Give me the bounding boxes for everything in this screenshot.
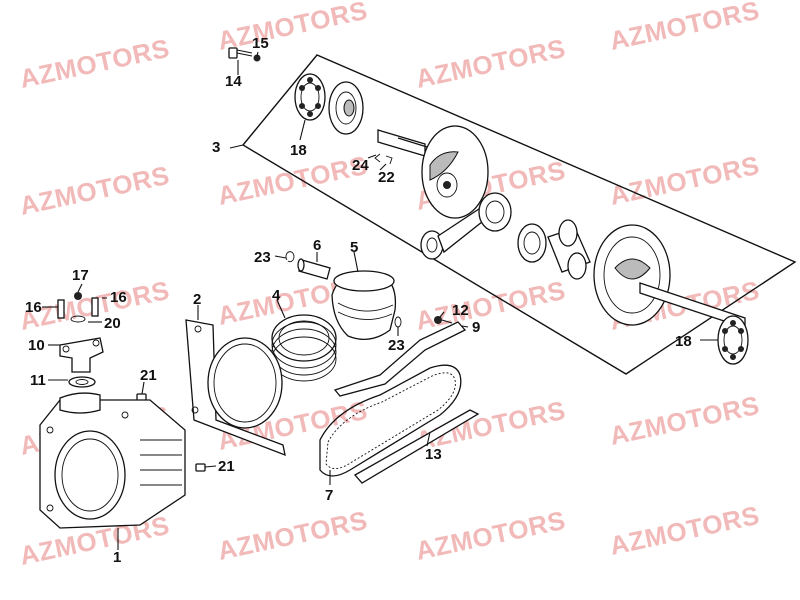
callout-16-right: 16	[110, 289, 127, 306]
oil-seal	[328, 81, 364, 135]
callout-13: 13	[425, 446, 442, 463]
callout-17: 17	[72, 267, 89, 284]
watermark: AZMOTORS	[413, 505, 568, 566]
crank-pin	[547, 219, 591, 280]
callout-3: 3	[212, 139, 220, 156]
piston-rings	[271, 314, 337, 382]
watermark: AZMOTORS	[215, 150, 370, 211]
callout-21-top: 21	[140, 367, 157, 384]
bearing-bottom	[717, 315, 749, 365]
watermark: AZMOTORS	[215, 0, 370, 56]
needle-bearing	[517, 223, 547, 263]
callout-23-top: 23	[254, 249, 271, 266]
watermark: AZMOTORS	[215, 505, 370, 566]
watermark: AZMOTORS	[607, 150, 762, 211]
callout-23-bottom: 23	[388, 337, 405, 354]
watermark: AZMOTORS	[607, 390, 762, 451]
crankshaft-left	[377, 125, 489, 219]
callout-10: 10	[28, 337, 45, 354]
key-24	[374, 153, 381, 163]
watermark: AZMOTORS	[17, 33, 172, 94]
callout-5: 5	[350, 239, 358, 256]
watermark: AZMOTORS	[607, 500, 762, 561]
callout-2: 2	[193, 291, 201, 308]
callout-18-top: 18	[290, 142, 307, 159]
callout-6: 6	[313, 237, 321, 254]
callout-15: 15	[252, 35, 269, 52]
callout-labels: 1 2 3 4 5 6 7 9 10 11 12 13 14 15 16 16 …	[25, 35, 692, 566]
leader-lines	[42, 51, 718, 550]
callout-7: 7	[325, 487, 333, 504]
watermark: AZMOTORS	[413, 275, 568, 336]
watermark: AZMOTORS	[17, 160, 172, 221]
callout-16-left: 16	[25, 299, 42, 316]
dowel-21-bottom	[195, 463, 206, 472]
piston	[331, 270, 397, 341]
callout-20: 20	[104, 315, 121, 332]
cylinder	[39, 392, 186, 529]
callout-1: 1	[113, 549, 121, 566]
callout-4: 4	[272, 287, 281, 304]
watermark: AZMOTORS	[413, 33, 568, 94]
watermark: AZMOTORS	[607, 0, 762, 56]
tensioner-guide	[353, 409, 480, 484]
callout-22: 22	[378, 169, 395, 186]
callout-24: 24	[352, 157, 369, 174]
bearing-top	[294, 73, 326, 121]
timing-chain	[319, 364, 462, 477]
connecting-rod	[420, 192, 512, 260]
callout-12: 12	[452, 302, 469, 319]
bolt-12	[434, 316, 453, 324]
piston-pin	[297, 258, 331, 280]
nut-15	[253, 54, 261, 62]
callout-9: 9	[472, 319, 480, 336]
key-22	[385, 155, 393, 165]
tensioner-assembly	[57, 292, 104, 388]
clip-23-top	[285, 251, 295, 263]
clip-23-bottom	[394, 316, 402, 328]
callout-18-bottom: 18	[675, 333, 692, 350]
bolt-14	[228, 47, 253, 59]
callout-11: 11	[30, 372, 46, 389]
chain-guide	[333, 321, 467, 397]
crankshaft-assembly-outline	[241, 54, 797, 375]
callout-21-bottom: 21	[218, 458, 235, 475]
cylinder-gasket	[185, 319, 286, 457]
crankshaft-right	[593, 224, 746, 329]
callout-14: 14	[225, 73, 242, 90]
